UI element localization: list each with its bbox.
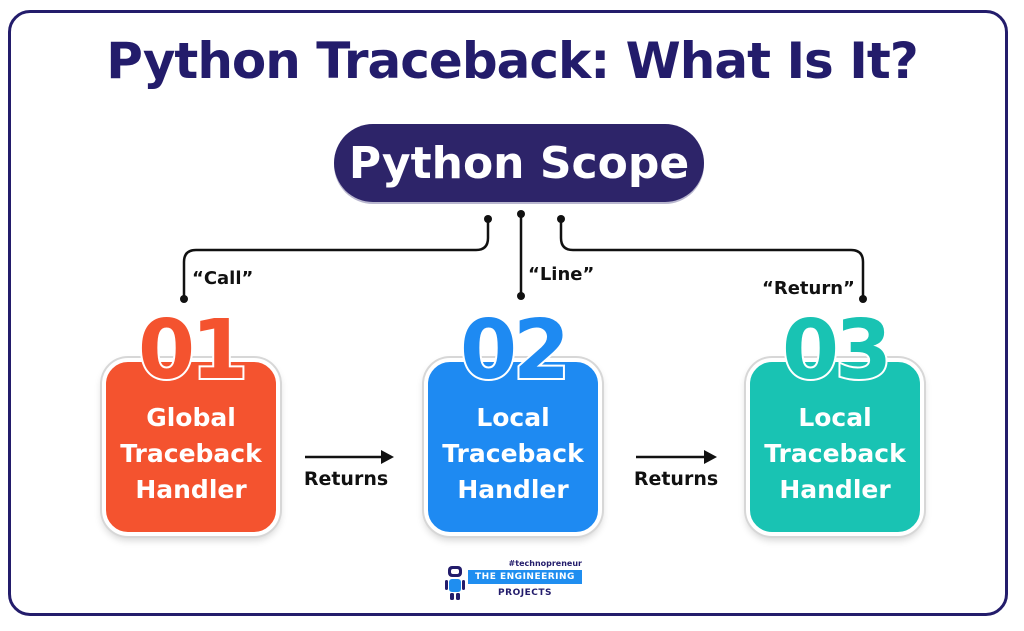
returns-label-2: Returns (633, 468, 719, 490)
connector-return-dot-bottom (859, 295, 867, 303)
page-title: Python Traceback: What Is It? (106, 32, 918, 90)
handler-card-text: Local Traceback Handler (433, 400, 593, 508)
connector-return-label: “Return” (762, 278, 855, 299)
connector-line-dot-top (517, 210, 525, 218)
returns-arrow-1-head (381, 450, 394, 464)
handler-card-global: Global Traceback Handler (102, 358, 280, 536)
handler-line: Local (798, 403, 872, 432)
logo-subtitle: PROJECTS (498, 588, 552, 598)
handler-line: Handler (779, 475, 891, 504)
handler-card-text: Global Traceback Handler (111, 400, 271, 508)
returns-label-1: Returns (303, 468, 389, 490)
handler-line: Traceback (764, 439, 906, 468)
handler-number-01: 01 (136, 303, 250, 398)
connector-return-line (559, 219, 865, 299)
handler-card-local-1: Local Traceback Handler (424, 358, 602, 536)
logo-banner: THE ENGINEERING (468, 570, 582, 584)
diagram-frame (8, 10, 1008, 616)
logo-tagline: #technopreneur (508, 559, 582, 568)
handler-line: Global (146, 403, 236, 432)
handler-line: Traceback (120, 439, 262, 468)
handler-line: Handler (457, 475, 569, 504)
connector-call-label: “Call” (192, 268, 254, 289)
handler-card-text: Local Traceback Handler (755, 400, 915, 508)
returns-arrow-2-head (704, 450, 717, 464)
handler-line: Handler (135, 475, 247, 504)
handler-line: Local (476, 403, 550, 432)
python-scope-pill: Python Scope (334, 124, 704, 202)
handler-card-local-2: Local Traceback Handler (746, 358, 924, 536)
connector-call-line (182, 219, 490, 299)
robot-mascot-icon (445, 566, 465, 600)
engineering-projects-logo: #technopreneur THE ENGINEERING PROJECTS (444, 556, 584, 606)
connector-call-dot-top (484, 215, 492, 223)
python-scope-label: Python Scope (348, 137, 690, 189)
handler-number-02: 02 (458, 303, 572, 398)
connector-call-dot-bottom (180, 295, 188, 303)
handler-number-03: 03 (780, 303, 894, 398)
handler-line: Traceback (442, 439, 584, 468)
connector-line-label: “Line” (528, 264, 595, 285)
connector-line-dot-bottom (517, 292, 525, 300)
connector-return-dot-top (557, 215, 565, 223)
